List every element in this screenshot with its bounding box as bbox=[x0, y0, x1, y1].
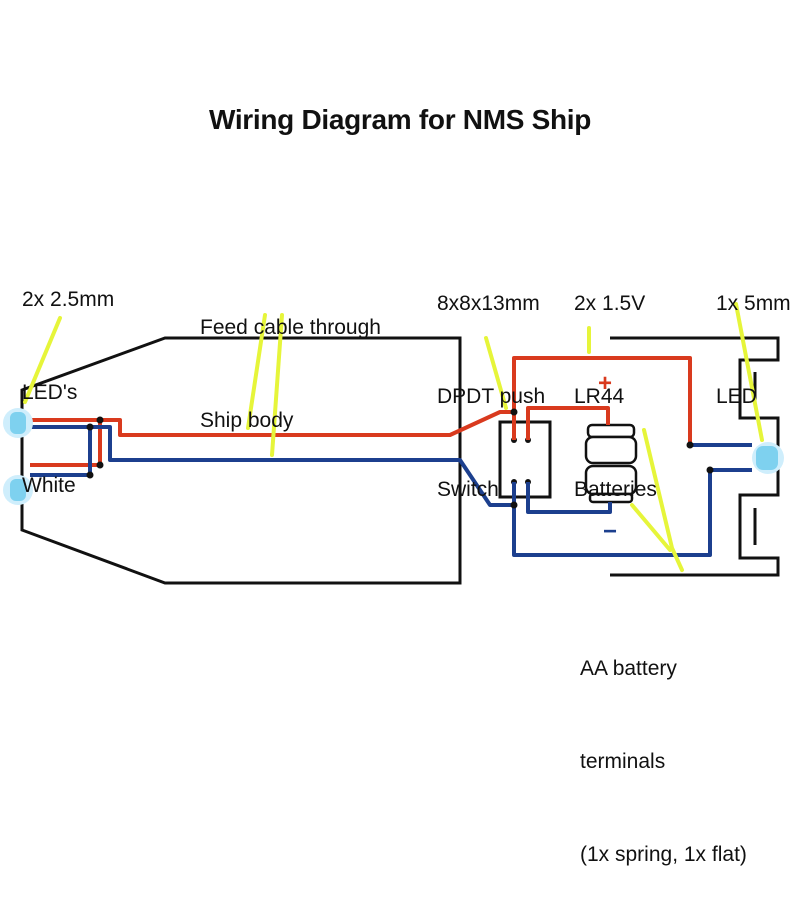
leds-small-label: 2x 2.5mm LED's White bbox=[22, 222, 114, 532]
batteries-label: 2x 1.5V LR44 Batteries bbox=[574, 226, 657, 536]
label-line: 2x 2.5mm bbox=[22, 288, 115, 311]
led-small-top bbox=[3, 408, 33, 438]
page-title: Wiring Diagram for NMS Ship bbox=[208, 104, 592, 135]
led-large-label: 1x 5mm LED bbox=[716, 226, 791, 443]
junction-dots bbox=[86, 408, 714, 509]
label-line: Ship body bbox=[200, 409, 294, 432]
label-line: LED's bbox=[22, 381, 78, 404]
label-line: Switch bbox=[437, 478, 499, 501]
led-large bbox=[752, 442, 784, 474]
label-pointers bbox=[23, 302, 764, 572]
lr44-batteries bbox=[584, 423, 638, 504]
label-line: LR44 bbox=[574, 385, 625, 408]
label-line: Batteries bbox=[574, 478, 657, 501]
label-line: White bbox=[22, 474, 76, 497]
label-line: LED bbox=[716, 385, 757, 408]
switch-label: 8x8x13mm DPDT push Switch bbox=[437, 226, 545, 536]
terminals-label: AA battery terminals (1x spring, 1x flat… bbox=[580, 591, 747, 901]
label-line: Feed cable through bbox=[200, 316, 381, 339]
label-line: (1x spring, 1x flat) bbox=[580, 843, 747, 866]
dpdt-switch bbox=[498, 420, 552, 499]
ship-body-outline bbox=[20, 336, 462, 585]
label-line: AA battery bbox=[580, 657, 677, 680]
feed-cable-label: Feed cable through Ship body bbox=[200, 250, 381, 467]
plus-sign: + bbox=[598, 370, 613, 397]
label-line: 2x 1.5V bbox=[574, 292, 646, 315]
led-small-bottom bbox=[3, 475, 33, 505]
label-line: DPDT push bbox=[437, 385, 546, 408]
label-line: 1x 5mm bbox=[716, 292, 791, 315]
label-line: 8x8x13mm bbox=[437, 292, 540, 315]
wiring-diagram bbox=[3, 302, 784, 585]
label-line: terminals bbox=[580, 750, 666, 773]
minus-sign: − bbox=[603, 518, 618, 545]
